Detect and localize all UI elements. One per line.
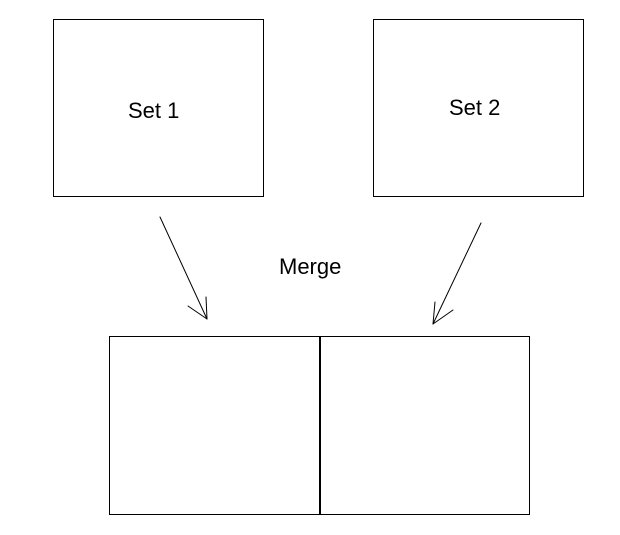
merged-box-left-part [109,336,321,515]
set-2-label: Set 2 [449,95,501,120]
arrow-left [159,216,208,320]
set-1-label: Set 1 [128,98,180,123]
merged-box-right-part [319,336,530,515]
arrow-right-shaft [432,222,482,325]
arrow-left-shaft [159,216,208,320]
set-2-box: Set 2 [373,19,584,197]
arrow-right [432,222,482,325]
arrow-left-head-1 [205,296,208,320]
arrow-right-head-1 [432,301,436,325]
arrow-right-head-2 [432,309,454,325]
set-1-box: Set 1 [53,19,264,197]
merge-label: Merge [279,254,342,279]
arrow-left-head-2 [187,305,208,320]
